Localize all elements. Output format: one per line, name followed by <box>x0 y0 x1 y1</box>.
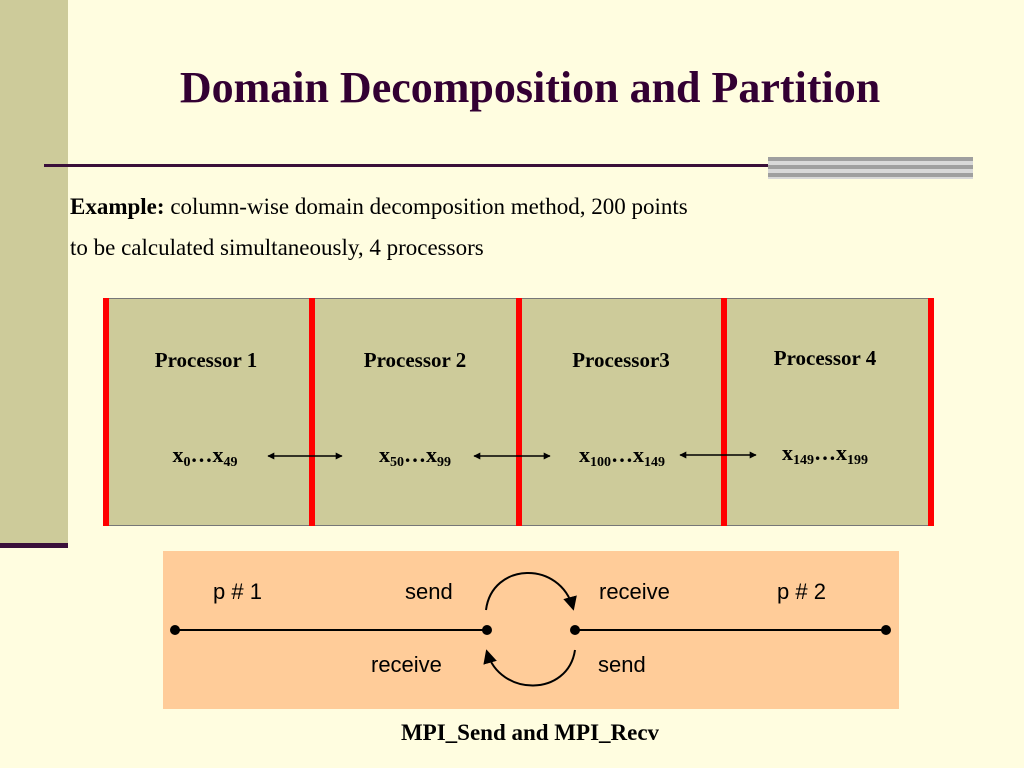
diagram-caption: MPI_Send and MPI_Recv <box>400 720 660 745</box>
title-rule-accent <box>768 157 973 179</box>
processor-1-range: x0…x49 <box>172 442 238 470</box>
partition-divider-2 <box>516 298 522 526</box>
partition-divider-3 <box>721 298 727 526</box>
send-arrow-bottom <box>483 649 576 687</box>
example-label: Example: <box>70 194 165 219</box>
partition-divider-left <box>103 298 109 526</box>
process-1-start-dot <box>170 625 180 635</box>
process-2-end-dot <box>881 625 891 635</box>
slide-title: Domain Decomposition and Partition <box>179 63 881 112</box>
send-label-top: send <box>405 579 453 604</box>
process-2-label: p # 2 <box>777 579 826 604</box>
example-line-2: to be calculated simultaneously, 4 proce… <box>70 235 484 260</box>
processor-4-label: Processor 4 <box>773 346 877 370</box>
partition-divider-right <box>928 298 934 526</box>
example-text: Example: column-wise domain decompositio… <box>70 186 970 268</box>
sidebar-strip <box>0 0 68 545</box>
processor-1-label: Processor 1 <box>154 348 258 372</box>
example-line-1: column-wise domain decomposition method,… <box>164 194 688 219</box>
process-1-end-dot <box>482 625 492 635</box>
process-2-start-dot <box>570 625 580 635</box>
partition-divider-1 <box>309 298 315 526</box>
send-arrow-top <box>485 572 577 611</box>
processor-2-label: Processor 2 <box>363 348 467 372</box>
processor-3-label: Processor3 <box>572 348 670 372</box>
receive-label-top: receive <box>599 579 670 604</box>
send-label-bottom: send <box>598 652 646 677</box>
processor-2-range: x50…x99 <box>379 442 451 470</box>
sidebar-footer-bar <box>0 543 68 548</box>
receive-label-bottom: receive <box>371 652 442 677</box>
title-rule <box>44 164 774 167</box>
process-1-label: p # 1 <box>213 579 262 604</box>
processor-3-range: x100…x149 <box>579 442 665 470</box>
processor-4-range: x149…x199 <box>782 440 868 468</box>
